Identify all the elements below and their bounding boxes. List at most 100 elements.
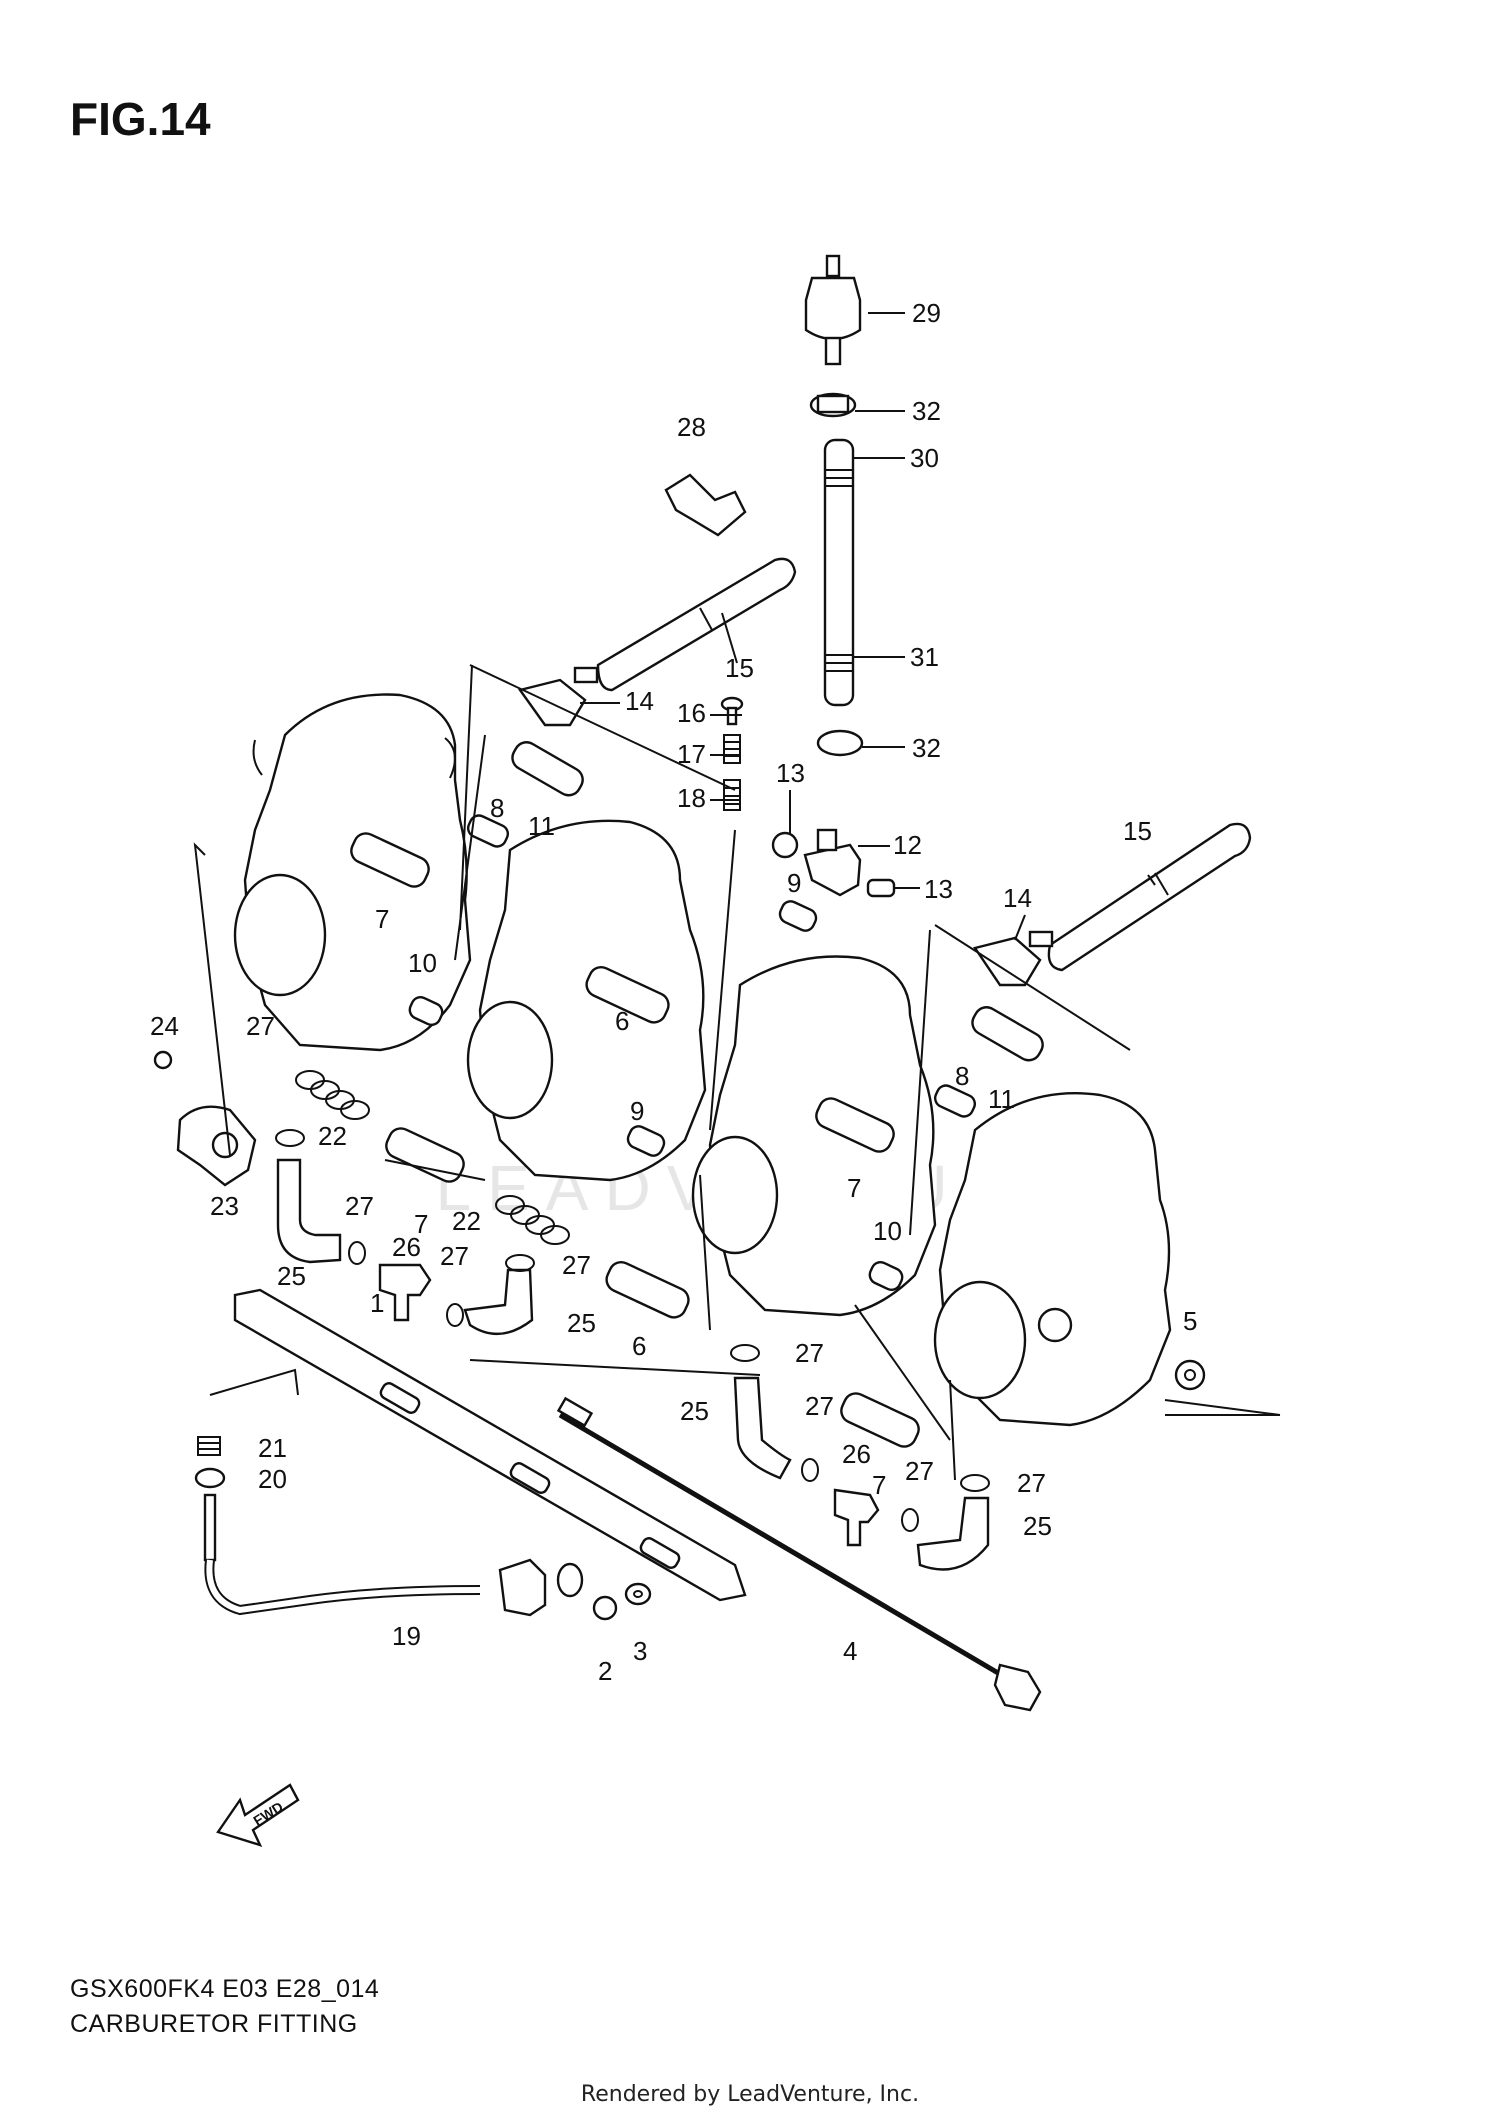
callout-31: 31 [910, 642, 939, 672]
clip-27-h [960, 1474, 990, 1492]
callout-15: 15 [725, 653, 754, 683]
clip-27-d [505, 1254, 535, 1272]
clip-27-a [275, 1129, 305, 1147]
callout-11: 11 [988, 1084, 1015, 1114]
hose-7-a [350, 832, 430, 888]
callout-labels: 29 32 30 28 31 15 14 1 6 32 17 18 13 8 11… [150, 298, 1197, 1686]
hose-clamp-32-lower [816, 729, 864, 757]
t-joint-14-upper [517, 666, 599, 727]
carburetor-2 [466, 819, 707, 1182]
hose-11-a [511, 741, 584, 797]
callout-25: 25 [277, 1261, 306, 1291]
callout-14: 14 [1003, 883, 1032, 913]
callout-7: 7 [414, 1209, 428, 1239]
callout-6: 6 [615, 1006, 629, 1036]
callout-13: 13 [924, 874, 953, 904]
callout-18: 18 [677, 783, 706, 813]
callout-24: 24 [150, 1011, 179, 1041]
callout-12: 12 [893, 830, 922, 860]
callout-21: 21 [258, 1433, 287, 1463]
washer-3 [624, 1582, 652, 1606]
callout-22: 22 [452, 1206, 481, 1236]
callout-10: 10 [408, 948, 437, 978]
spring-21 [197, 1436, 221, 1456]
callout-1: 1 [370, 1288, 384, 1318]
hose-10-a [408, 996, 444, 1026]
throttle-sensor-23 [176, 1105, 257, 1187]
callout-26: 26 [392, 1232, 421, 1262]
t-joint-14-right [973, 930, 1054, 987]
clip-27-e [730, 1344, 760, 1362]
callout-6: 6 [632, 1331, 646, 1361]
callout-28: 28 [677, 412, 706, 442]
model-code: GSX600FK4 E03 E28_014 [70, 1975, 380, 2003]
clip-27-g [901, 1508, 919, 1532]
callout-7: 7 [872, 1470, 886, 1500]
washer-20 [194, 1467, 226, 1489]
callout-20: 20 [258, 1464, 287, 1494]
callout-17: 17 [677, 739, 706, 769]
fuel-filter-29 [804, 254, 862, 366]
figure-title: FIG.14 [70, 93, 211, 145]
clip-28 [664, 473, 747, 537]
screw-24 [153, 1050, 173, 1070]
callout-5: 5 [1183, 1306, 1197, 1336]
callout-27: 27 [562, 1250, 591, 1280]
hose-8-b [933, 1084, 977, 1118]
callout-27: 27 [805, 1391, 834, 1421]
callout-13: 13 [776, 758, 805, 788]
spring-22-a [295, 1070, 370, 1120]
hose-10-b [868, 1261, 904, 1291]
callout-23: 23 [210, 1191, 239, 1221]
clip-27-b [348, 1241, 366, 1265]
carburetor-4 [933, 1091, 1172, 1427]
hose-7-c [385, 1127, 465, 1183]
callout-15: 15 [1123, 816, 1152, 846]
callout-25: 25 [567, 1308, 596, 1338]
callout-10: 10 [873, 1216, 902, 1246]
footer-credit: Rendered by LeadVenture, Inc. [580, 2082, 920, 2107]
fwd-arrow-icon: FWD [216, 1783, 300, 1847]
fitting-13-left [771, 831, 799, 859]
callout-32: 32 [912, 733, 941, 763]
callout-11: 11 [528, 811, 555, 841]
callout-9: 9 [630, 1096, 644, 1126]
clip-27-c [446, 1303, 464, 1327]
washer-5 [1174, 1359, 1206, 1391]
diagram-name: CARBURETOR FITTING [70, 2010, 358, 2038]
spring-17 [723, 734, 741, 764]
callout-7: 7 [847, 1173, 861, 1203]
bracket-1 [233, 1288, 747, 1602]
callout-9: 9 [787, 868, 801, 898]
callout-32: 32 [912, 396, 941, 426]
callout-25: 25 [680, 1396, 709, 1426]
vent-hose-25-c [733, 1376, 792, 1480]
hose-7-d [840, 1392, 920, 1448]
callout-26: 26 [842, 1439, 871, 1469]
screw-2 [592, 1595, 618, 1621]
throttle-cable-19 [203, 1493, 584, 1617]
callout-27: 27 [1017, 1468, 1046, 1498]
fuel-hose-15-upper [596, 557, 797, 692]
hose-clamp-32 [809, 392, 857, 418]
callout-25: 25 [1023, 1511, 1052, 1541]
callout-29: 29 [912, 298, 941, 328]
callout-27: 27 [795, 1338, 824, 1368]
callout-27: 27 [440, 1241, 469, 1271]
callout-27: 27 [345, 1191, 374, 1221]
callout-8: 8 [955, 1061, 969, 1091]
fuel-hose-30-31 [823, 438, 855, 707]
fitting-13-right [866, 878, 896, 898]
spring-22-b [495, 1195, 570, 1245]
callout-3: 3 [633, 1636, 647, 1666]
assembly-lines [193, 664, 1281, 1481]
vent-hose-25-b [463, 1268, 534, 1336]
callout-7: 7 [375, 904, 389, 934]
spring-18 [723, 779, 741, 811]
callout-8: 8 [490, 793, 504, 823]
callout-27: 27 [905, 1456, 934, 1486]
callout-27: 27 [246, 1011, 275, 1041]
callout-30: 30 [910, 443, 939, 473]
callout-leaders [580, 312, 1156, 941]
